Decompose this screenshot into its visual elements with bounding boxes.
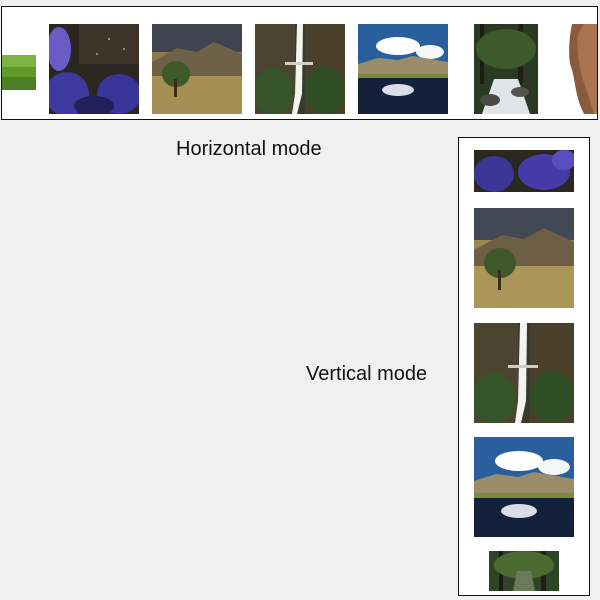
horizontal-filmstrip[interactable] <box>1 6 598 120</box>
thumbnail-waterfall[interactable] <box>474 323 574 423</box>
horizontal-mode-label: Horizontal mode <box>176 138 322 160</box>
thumbnail-green-partial[interactable] <box>2 55 36 90</box>
vertical-filmstrip[interactable] <box>458 137 590 596</box>
thumbnail-mountain-meadow[interactable] <box>152 24 242 114</box>
thumbnail-night-sky-partial[interactable] <box>474 150 574 192</box>
thumbnail-mountain-meadow[interactable] <box>474 208 574 308</box>
thumbnail-waterfall[interactable] <box>255 24 345 114</box>
thumbnail-forest-partial[interactable] <box>489 551 559 591</box>
thumbnail-lake-reflection[interactable] <box>474 437 574 537</box>
thumbnail-forest-stream[interactable] <box>474 24 538 114</box>
thumbnail-canyon-partial[interactable] <box>564 24 597 114</box>
thumbnail-lake-reflection[interactable] <box>358 24 448 114</box>
vertical-mode-label: Vertical mode <box>306 363 428 385</box>
thumbnail-night-sky[interactable] <box>49 24 139 114</box>
